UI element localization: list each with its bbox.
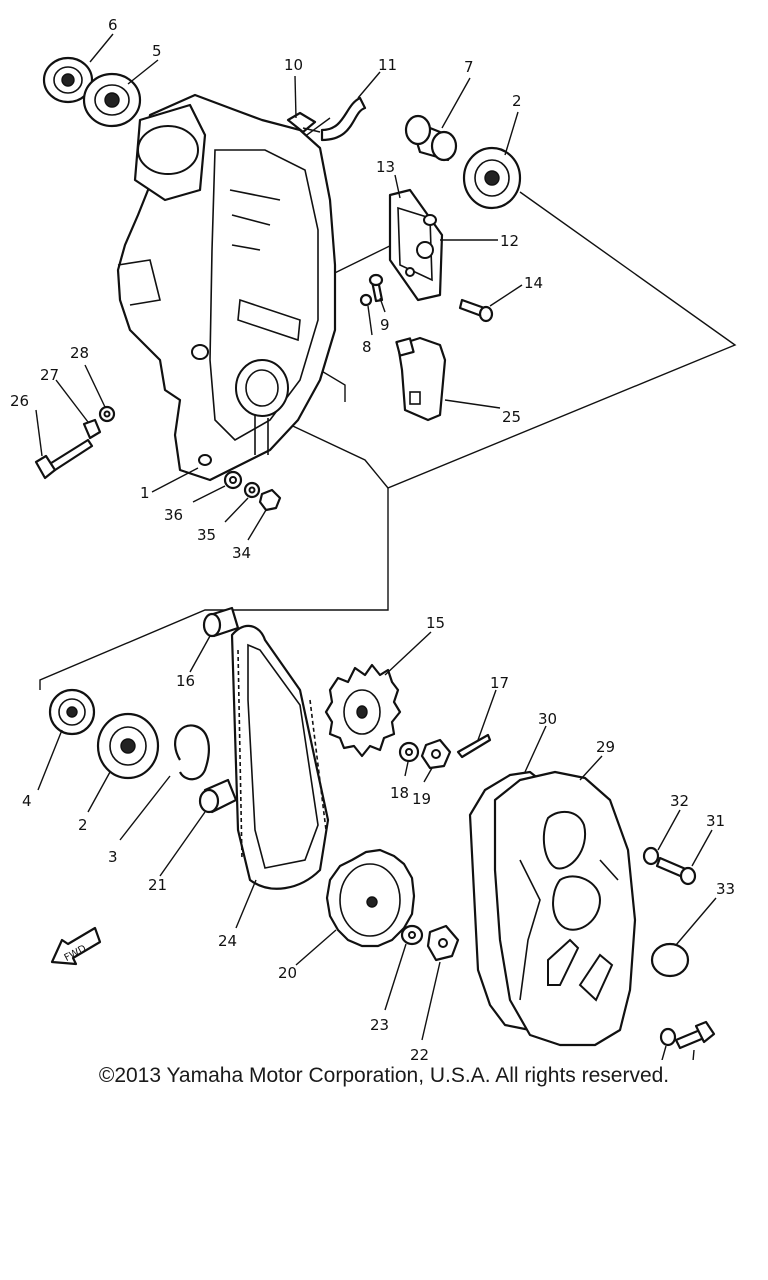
callout-13: 13: [376, 158, 395, 176]
callout-31-upper: 31: [706, 812, 725, 830]
callout-25: 25: [502, 408, 521, 426]
fwd-arrow-icon: FWD: [50, 926, 102, 966]
callout-19: 19: [412, 790, 431, 808]
tensioner-slider: [395, 336, 447, 422]
callout-17: 17: [490, 674, 509, 692]
callout-26: 26: [10, 392, 29, 410]
chaincase-housing: [116, 93, 337, 482]
callout-4: 4: [22, 792, 32, 810]
nut-22: [426, 924, 460, 962]
callout-16: 16: [176, 672, 195, 690]
callout-33: 33: [716, 880, 735, 898]
bearing-4: [48, 688, 96, 736]
callout-7: 7: [464, 58, 474, 76]
callout-5: 5: [152, 42, 162, 60]
callout-1: 1: [140, 484, 150, 502]
nut-27: [82, 418, 102, 440]
drive-chain: [230, 624, 330, 890]
bolt-31-lower: [674, 1020, 716, 1050]
callout-15: 15: [426, 614, 445, 632]
leader-lines: [35, 33, 717, 1060]
chaincase-cover: [493, 770, 637, 1047]
bolt-26: [34, 438, 94, 480]
exploded-parts-diagram: FWD: [10, 16, 737, 1060]
callout-6: 6: [108, 16, 118, 34]
washer-18: [398, 741, 420, 763]
plug-cap-33: [650, 942, 690, 978]
callout-18: 18: [390, 784, 409, 802]
bearing-6: [42, 56, 94, 104]
callout-numbers: 6 5 10 11 7 2 13 12 14 9 8 25 28 27 26 1…: [10, 16, 735, 1060]
callout-22: 22: [410, 1046, 429, 1060]
callout-35: 35: [197, 526, 216, 544]
callout-30: 30: [538, 710, 557, 728]
spacer-16: [202, 606, 240, 638]
callout-11: 11: [378, 56, 397, 74]
breather-hose: [320, 96, 367, 142]
tensioner-plate: [388, 188, 444, 302]
driven-sprocket-20: [325, 848, 416, 948]
washer-32-upper: [642, 846, 660, 866]
callout-20: 20: [278, 964, 297, 982]
copyright-notice: ©2013 Yamaha Motor Corporation, U.S.A. A…: [98, 1064, 670, 1087]
callout-27: 27: [40, 366, 59, 384]
drive-sprocket-15: [324, 663, 402, 758]
screw-9: [368, 273, 384, 303]
screw-14: [458, 298, 494, 323]
callout-2-upper: 2: [512, 92, 522, 110]
washer-36: [223, 470, 243, 490]
callout-24: 24: [218, 932, 237, 950]
callout-14: 14: [524, 274, 543, 292]
bolt-31-upper: [655, 856, 697, 886]
washer-32-lower: [659, 1027, 677, 1047]
callout-21: 21: [148, 876, 167, 894]
callout-34: 34: [232, 544, 251, 562]
spacer-7: [404, 114, 458, 162]
callout-9: 9: [380, 316, 390, 334]
callout-32-upper: 32: [670, 792, 689, 810]
callout-29: 29: [596, 738, 615, 756]
bearing-5: [82, 72, 142, 128]
spacer-21: [198, 778, 238, 814]
washer-35: [243, 481, 261, 499]
washer-28: [98, 405, 116, 423]
callout-36: 36: [164, 506, 183, 524]
callout-10: 10: [284, 56, 303, 74]
nut-19: [420, 738, 452, 770]
callout-2-lower: 2: [78, 816, 88, 834]
callout-12: 12: [500, 232, 519, 250]
nut-34: [258, 488, 282, 512]
callout-28: 28: [70, 344, 89, 362]
washer-23: [400, 924, 424, 946]
callout-23: 23: [370, 1016, 389, 1034]
circlip-3: [174, 724, 210, 781]
callout-8: 8: [362, 338, 372, 356]
washer-8: [359, 293, 373, 307]
bearing-2-lower: [96, 712, 160, 780]
bearing-2-upper: [462, 146, 522, 210]
callout-3: 3: [108, 848, 118, 866]
cotter-pin-17: [456, 733, 492, 759]
